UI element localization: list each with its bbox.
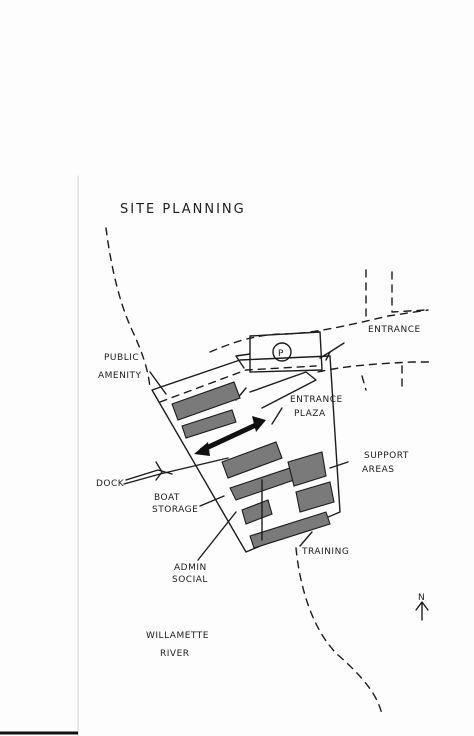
main-axis-arrow bbox=[199, 421, 261, 453]
title-text: SITE PLANNING bbox=[120, 202, 246, 217]
parking-drop-arrow bbox=[235, 353, 251, 369]
leader-boat bbox=[199, 495, 225, 507]
leader-public bbox=[149, 371, 167, 395]
public-amenity-block-2 bbox=[181, 409, 237, 439]
label-support-2: AREAS bbox=[362, 465, 394, 475]
leader-support bbox=[329, 461, 349, 469]
riverbank-upper-path bbox=[105, 227, 151, 389]
road-side-b bbox=[391, 271, 427, 313]
label-training: TRAINING bbox=[301, 547, 349, 557]
label-entrance-plaza-1: ENTRANCE bbox=[290, 395, 343, 405]
label-river-2: RIVER bbox=[160, 649, 190, 659]
dock-path bbox=[123, 457, 229, 485]
admin-social-block bbox=[241, 499, 273, 525]
entrance-arrow-tip bbox=[319, 351, 331, 359]
label-entrance-plaza-2: PLAZA bbox=[294, 409, 326, 419]
leader-training bbox=[299, 531, 313, 547]
site-inner-dash bbox=[159, 365, 317, 403]
label-admin-2: SOCIAL bbox=[172, 575, 208, 585]
label-dock: DOCK bbox=[96, 479, 125, 489]
main-axis-arrowhead-left bbox=[194, 442, 210, 456]
dock-mark bbox=[155, 461, 163, 481]
main-axis-arrowhead-right bbox=[252, 416, 266, 432]
label-admin-1: ADMIN bbox=[174, 563, 207, 573]
label-north: N bbox=[418, 593, 425, 603]
entrance-arrow bbox=[325, 342, 345, 361]
road-side-c bbox=[361, 375, 367, 391]
parking-circle bbox=[272, 342, 292, 362]
label-boat-2: STORAGE bbox=[152, 505, 198, 515]
support-area-block bbox=[287, 451, 327, 487]
label-boat-1: BOAT bbox=[154, 493, 180, 503]
label-river-1: WILLAMETTE bbox=[146, 631, 209, 641]
support-area-block-2 bbox=[295, 481, 335, 513]
riverbank-lower-path bbox=[295, 547, 383, 716]
training-block bbox=[249, 511, 331, 549]
boat-storage-block bbox=[221, 441, 283, 479]
road-edge-south bbox=[317, 361, 433, 373]
site-boundary bbox=[151, 355, 341, 553]
parking-symbol: P bbox=[278, 349, 284, 359]
label-support-1: SUPPORT bbox=[364, 451, 409, 461]
label-public-1: PUBLIC bbox=[104, 353, 139, 363]
north-arrow-icon bbox=[415, 601, 429, 621]
label-public-2: AMENITY bbox=[98, 371, 142, 381]
plaza-access-arrow bbox=[249, 371, 317, 409]
leader-admin bbox=[197, 511, 237, 561]
public-amenity-block bbox=[171, 381, 241, 421]
leader-plaza bbox=[271, 407, 283, 425]
label-entrance: ENTRANCE bbox=[368, 325, 421, 335]
